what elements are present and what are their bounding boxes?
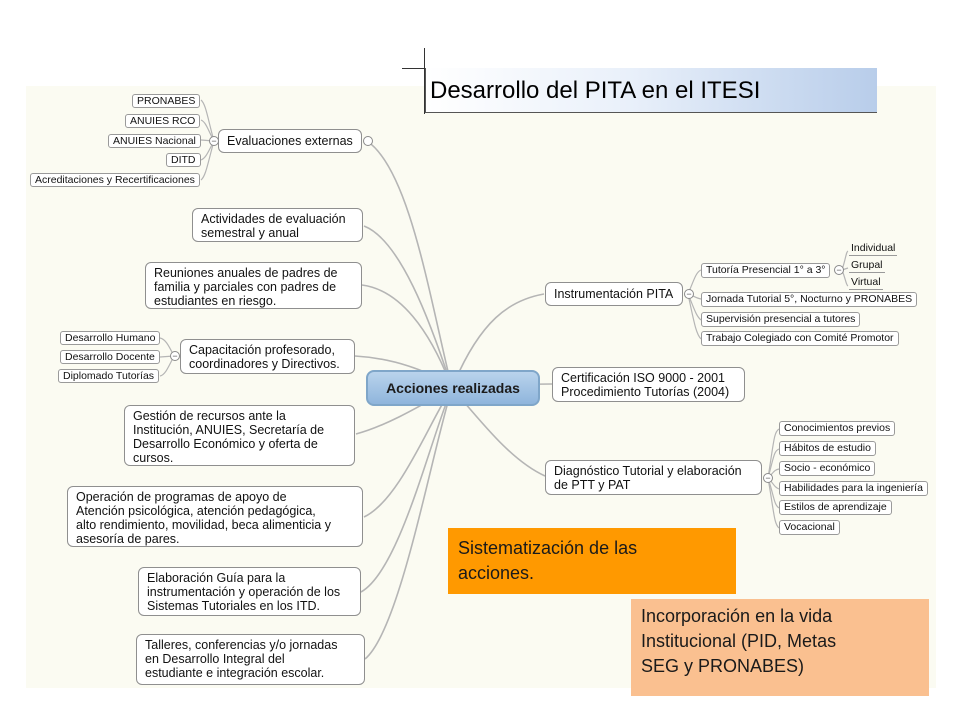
node-certificacion-iso[interactable]: Certificación ISO 9000 - 2001 Procedimie… (552, 367, 745, 402)
node-talleres[interactable]: Talleres, conferencias y/o jornadas en D… (136, 634, 365, 685)
node-diagnostico-tutorial[interactable]: Diagnóstico Tutorial y elaboración de PT… (545, 460, 762, 495)
callout-sistematizacion: Sistematización de las acciones. (448, 528, 736, 594)
collapse-toggle-icon[interactable]: − (763, 473, 773, 483)
node-text-line: Certificación ISO 9000 - 2001 (561, 371, 725, 385)
node-gestion-recursos[interactable]: Gestión de recursos ante la Institución,… (124, 405, 355, 466)
leaf-socio-economico[interactable]: Socio - económico (779, 461, 876, 476)
central-node[interactable]: Acciones realizadas (366, 370, 540, 406)
node-text-line: Capacitación profesorado, (189, 343, 335, 357)
leaf-jornada-tutorial[interactable]: Jornada Tutorial 5°, Nocturno y PRONABES (701, 292, 918, 307)
collapse-toggle-icon[interactable]: − (834, 265, 844, 275)
leaf-habitos-estudio[interactable]: Hábitos de estudio (779, 441, 876, 456)
leaf-ditd[interactable]: DITD (166, 153, 201, 167)
node-text-line: Atención psicológica, atención pedagógic… (76, 504, 316, 518)
node-text-line: alto rendimiento, movilidad, beca alimen… (76, 518, 331, 532)
node-text-line: Sistemas Tutoriales en los ITD. (147, 599, 320, 613)
node-evaluaciones-externas[interactable]: Evaluaciones externas (218, 129, 362, 153)
node-actividades-evaluacion[interactable]: Actividades de evaluación semestral y an… (192, 208, 363, 242)
collapse-toggle-icon[interactable]: − (170, 351, 180, 361)
node-text-line: semestral y anual (201, 226, 299, 240)
node-text-line: Elaboración Guía para la (147, 571, 286, 585)
node-elaboracion-guia[interactable]: Elaboración Guía para la instrumentación… (138, 567, 361, 616)
leaf-anuies-rco[interactable]: ANUIES RCO (125, 114, 201, 128)
node-text-line: Institución, ANUIES, Secretaría de (133, 423, 325, 437)
leaf-tutoria-presencial[interactable]: Tutoría Presencial 1° a 3° (701, 263, 831, 278)
node-text-line: Reuniones anuales de padres de (154, 266, 338, 280)
node-operacion-programas[interactable]: Operación de programas de apoyo de Atenc… (67, 486, 363, 547)
node-text-line: Actividades de evaluación (201, 212, 346, 226)
node-text-line: en Desarrollo Integral del (145, 652, 285, 666)
node-text-line: Talleres, conferencias y/o jornadas (145, 638, 338, 652)
collapse-toggle-icon[interactable]: − (209, 136, 219, 146)
node-instrumentacion-pita[interactable]: Instrumentación PITA (545, 282, 683, 306)
leaf-vocacional[interactable]: Vocacional (779, 520, 840, 535)
node-reuniones-padres[interactable]: Reuniones anuales de padres de familia y… (145, 262, 362, 309)
node-text-line: de PTT y PAT (554, 478, 631, 492)
connector-dot-icon (363, 136, 373, 146)
node-text-line: Desarrollo Económico y oferta de (133, 437, 318, 451)
node-text-line: estudiantes en riesgo. (154, 294, 277, 308)
title-rule-vertical (424, 48, 425, 114)
callout-incorporacion: Incorporación en la vida Institucional (… (631, 599, 929, 696)
collapse-toggle-icon[interactable]: − (684, 289, 694, 299)
leaf-habilidades-ingenieria[interactable]: Habilidades para la ingeniería (779, 481, 928, 496)
leaf-anuies-nacional[interactable]: ANUIES Nacional (108, 134, 201, 148)
leaf-acreditaciones[interactable]: Acreditaciones y Recertificaciones (30, 173, 200, 187)
leaf-grupal[interactable]: Grupal (849, 259, 885, 273)
node-text-line: instrumentación y operación de los (147, 585, 341, 599)
leaf-diplomado-tutorias[interactable]: Diplomado Tutorías (58, 369, 160, 383)
node-text-line: Gestión de recursos ante la (133, 409, 286, 423)
leaf-pronabes[interactable]: PRONABES (132, 94, 201, 108)
node-text-line: Diagnóstico Tutorial y elaboración (554, 464, 742, 478)
leaf-virtual[interactable]: Virtual (849, 276, 883, 290)
node-capacitacion[interactable]: Capacitación profesorado, coordinadores … (180, 339, 355, 374)
callout-text-line: acciones. (458, 563, 535, 583)
callout-text-line: SEG y PRONABES) (641, 656, 805, 676)
leaf-desarrollo-humano[interactable]: Desarrollo Humano (60, 331, 161, 345)
leaf-trabajo-colegiado[interactable]: Trabajo Colegiado con Comité Promotor (701, 331, 899, 346)
node-text-line: familia y parciales con padres de (154, 280, 337, 294)
node-text-line: coordinadores y Directivos. (189, 357, 340, 371)
node-text-line: asesoría de pares. (76, 532, 180, 546)
page-title: Desarrollo del PITA en el ITESI (425, 68, 877, 113)
leaf-supervision-presencial[interactable]: Supervisión presencial a tutores (701, 312, 861, 327)
callout-text-line: Sistematización de las (458, 538, 638, 558)
leaf-estilos-aprendizaje[interactable]: Estilos de aprendizaje (779, 500, 892, 515)
leaf-desarrollo-docente[interactable]: Desarrollo Docente (60, 350, 160, 364)
node-text-line: cursos. (133, 451, 174, 465)
node-text-line: Operación de programas de apoyo de (76, 490, 287, 504)
leaf-conocimientos-previos[interactable]: Conocimientos previos (779, 421, 896, 436)
callout-text-line: Institucional (PID, Metas (641, 631, 837, 651)
node-text-line: estudiante e integración escolar. (145, 666, 325, 680)
callout-text-line: Incorporación en la vida (641, 606, 833, 626)
node-text-line: Procedimiento Tutorías (2004) (561, 385, 730, 399)
leaf-individual[interactable]: Individual (849, 242, 898, 256)
